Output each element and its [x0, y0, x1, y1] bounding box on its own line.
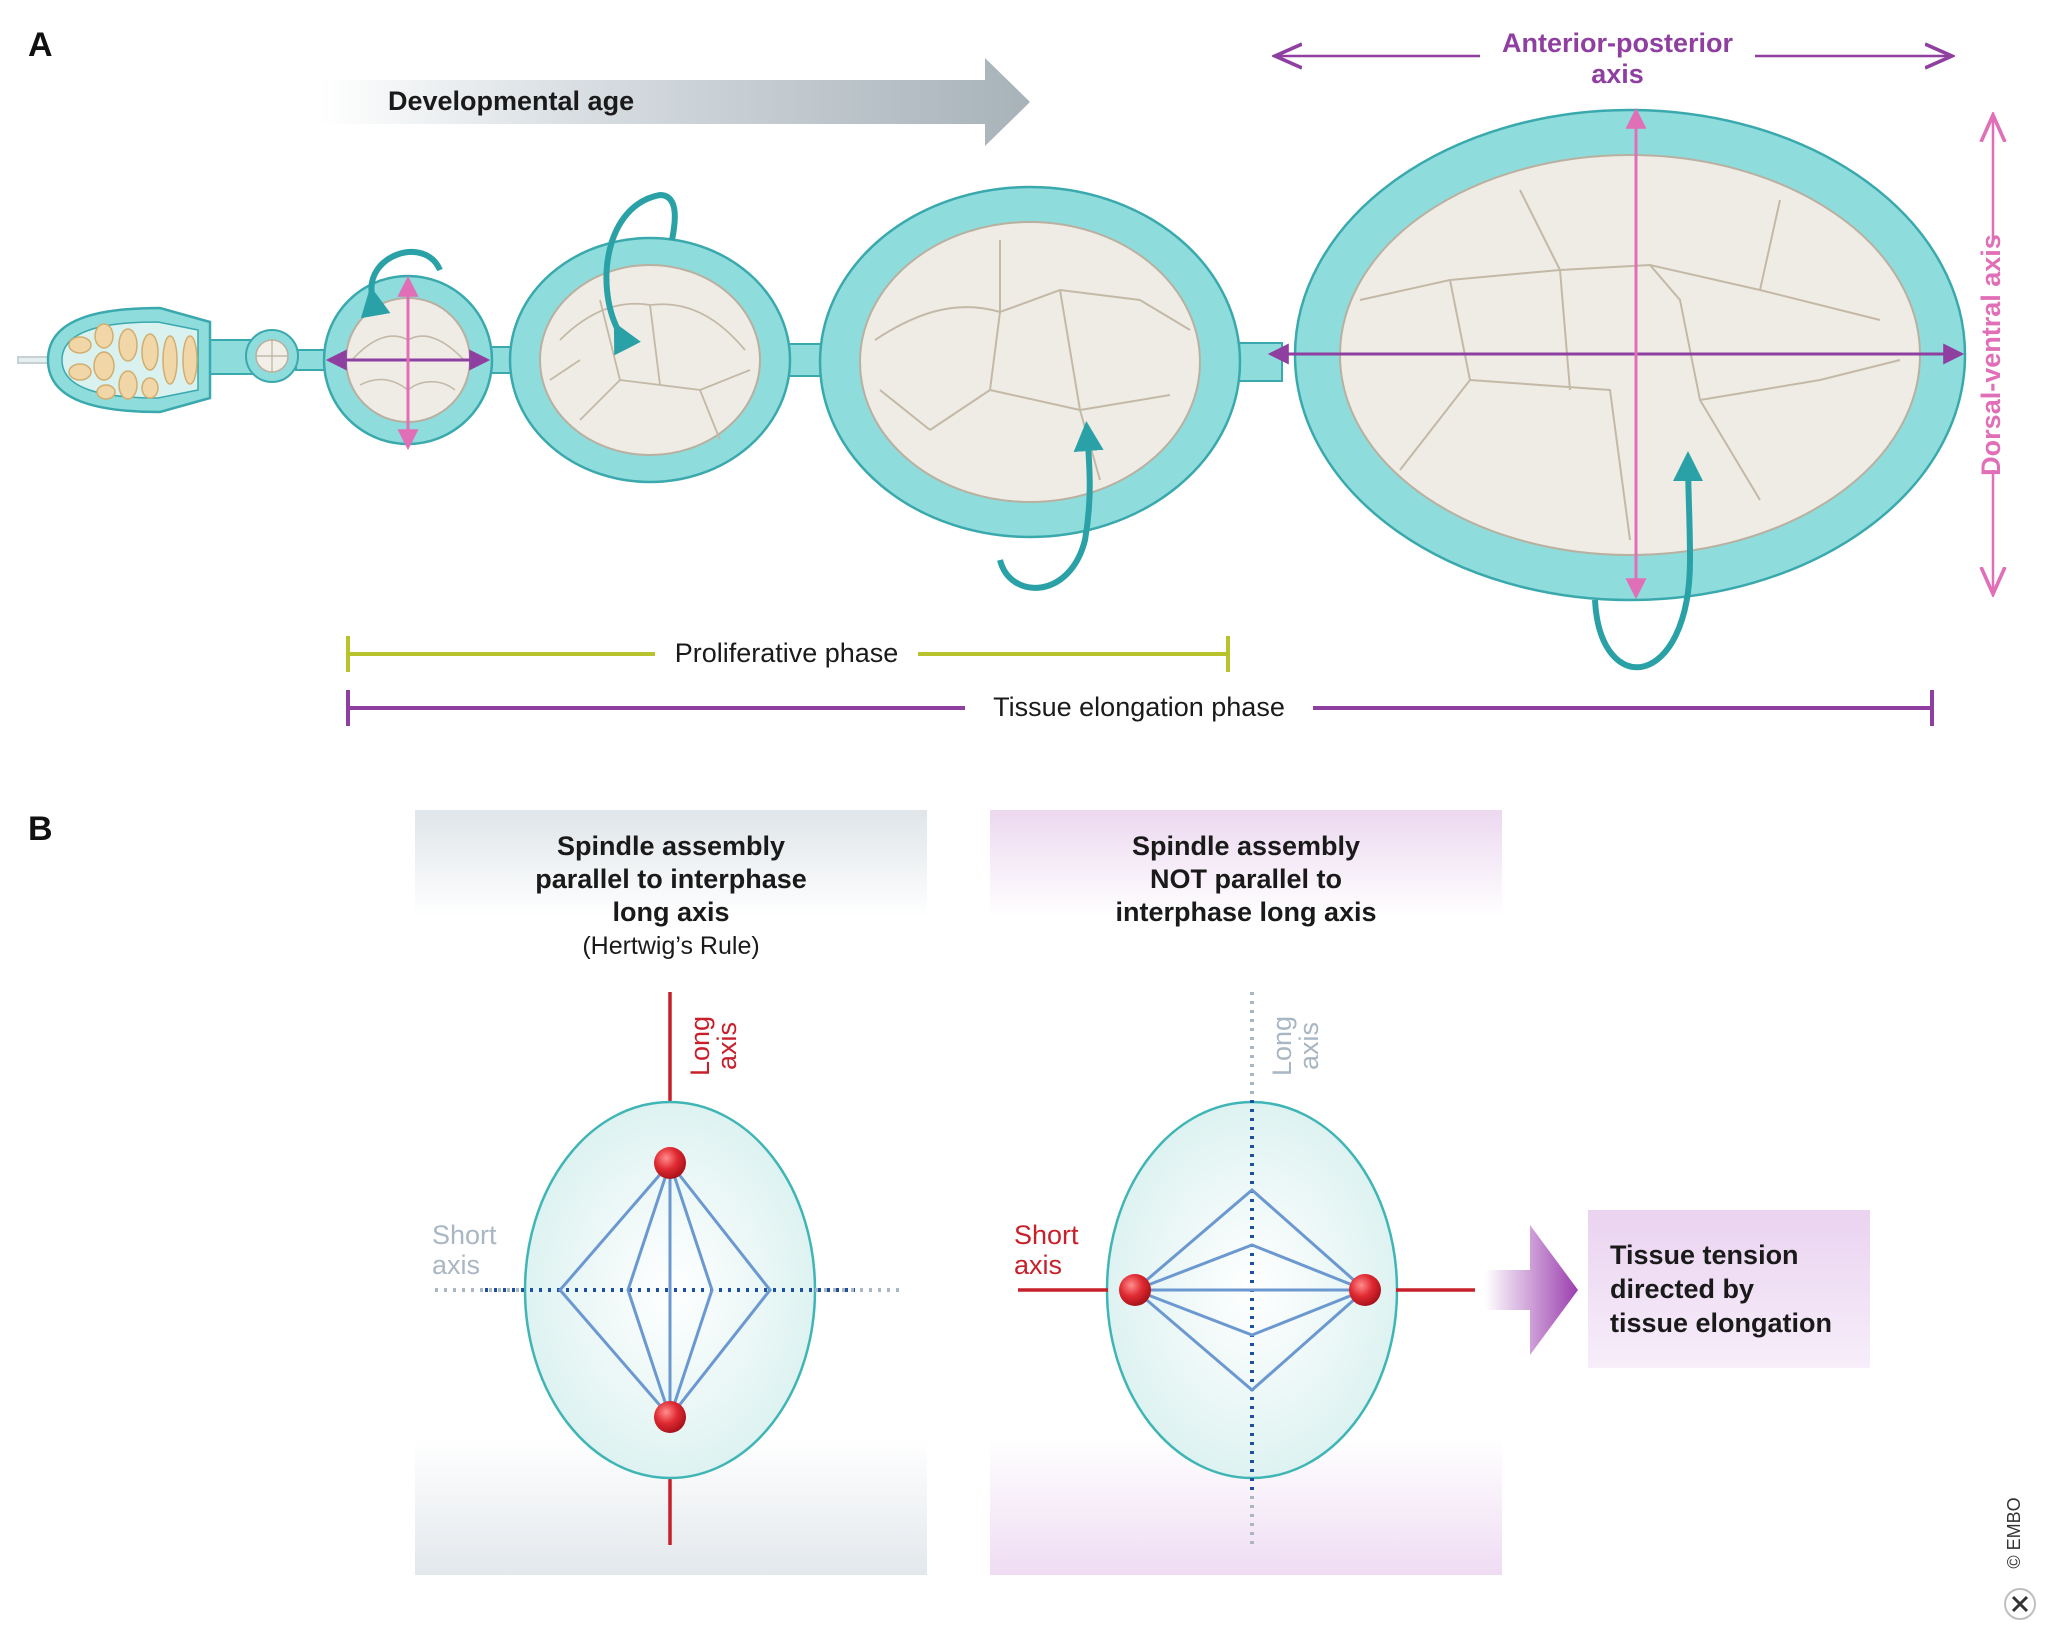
left-short-axis-label: Short axis	[432, 1220, 497, 1280]
dv-axis-text: Dorsal-ventral axis	[1976, 234, 2006, 476]
embo-credit: © EMBO	[2004, 1497, 2024, 1569]
proliferative-phase-bar	[346, 636, 1230, 672]
right-long-axis-word1: Long	[1267, 1015, 1297, 1077]
right-short-axis-word1: Short	[1014, 1220, 1079, 1250]
right-long-axis-label: Long axis	[1267, 991, 1325, 1101]
tissue-elongation-phase-bar	[346, 690, 1934, 726]
dv-axis-label-text: Dorsal-ventral axis	[1976, 210, 2010, 500]
left-long-axis-word1: Long	[685, 1015, 715, 1077]
panel-a-label: A	[28, 26, 53, 64]
close-icon[interactable]	[2004, 1588, 2036, 1620]
result-line3: tissue elongation	[1610, 1308, 1833, 1338]
tissue-elongation-phase-label: Tissue elongation phase	[993, 692, 1285, 722]
left-lower-pole	[654, 1401, 686, 1433]
result-line1: Tissue tension	[1610, 1240, 1799, 1270]
panel-b-label: B	[28, 810, 53, 848]
left-long-axis-label: Long axis	[685, 991, 743, 1101]
ap-axis-label: Anterior-posterior axis	[1480, 28, 1755, 90]
germarium	[46, 306, 299, 414]
result-box: Tissue tension directed by tissue elonga…	[1588, 1210, 1870, 1368]
right-cell-diagram	[1018, 992, 1475, 1545]
left-title-line3: long axis	[612, 897, 730, 927]
left-title-line1: Spindle assembly	[556, 831, 786, 861]
left-long-axis-word2: axis	[712, 1022, 742, 1071]
egg-chamber-1	[322, 249, 494, 451]
egg-chamber-2	[508, 191, 792, 484]
right-title-line1: Spindle assembly	[1131, 831, 1361, 861]
hertwigs-rule-label: (Hertwig’s Rule)	[582, 932, 760, 960]
right-short-axis-label: Short axis	[1014, 1220, 1079, 1280]
result-line2: directed by	[1610, 1274, 1755, 1304]
right-condition-title: Spindle assembly NOT parallel to interph…	[990, 830, 1502, 929]
panel-b-diagram	[435, 992, 2036, 1620]
right-left-pole	[1119, 1274, 1151, 1306]
right-title-line3: interphase long axis	[1115, 897, 1377, 927]
left-condition-title: Spindle assembly parallel to interphase …	[415, 830, 927, 929]
ap-axis-label-line1: Anterior-posterior	[1501, 28, 1734, 58]
left-spindle	[558, 1162, 772, 1418]
right-right-pole	[1349, 1274, 1381, 1306]
left-title-line2: parallel to interphase	[535, 864, 807, 894]
egg-chamber-3	[818, 185, 1242, 591]
result-arrow	[1485, 1225, 1578, 1355]
ap-axis-label-line2: axis	[1591, 59, 1644, 89]
left-short-axis-word2: axis	[432, 1250, 481, 1280]
developmental-age-arrow	[320, 58, 1030, 146]
left-upper-pole	[654, 1147, 686, 1179]
right-title-line2: NOT parallel to	[1149, 864, 1343, 894]
panel-a-diagram	[17, 0, 2048, 726]
egg-chamber-4	[1267, 107, 1967, 671]
developmental-age-label: Developmental age	[388, 86, 635, 116]
right-spindle	[1134, 1188, 1366, 1392]
right-short-axis-word2: axis	[1014, 1250, 1063, 1280]
left-short-axis-word1: Short	[432, 1220, 497, 1250]
proliferative-phase-label: Proliferative phase	[674, 638, 899, 668]
left-cell-diagram	[435, 992, 905, 1545]
right-long-axis-word2: axis	[1294, 1022, 1324, 1071]
